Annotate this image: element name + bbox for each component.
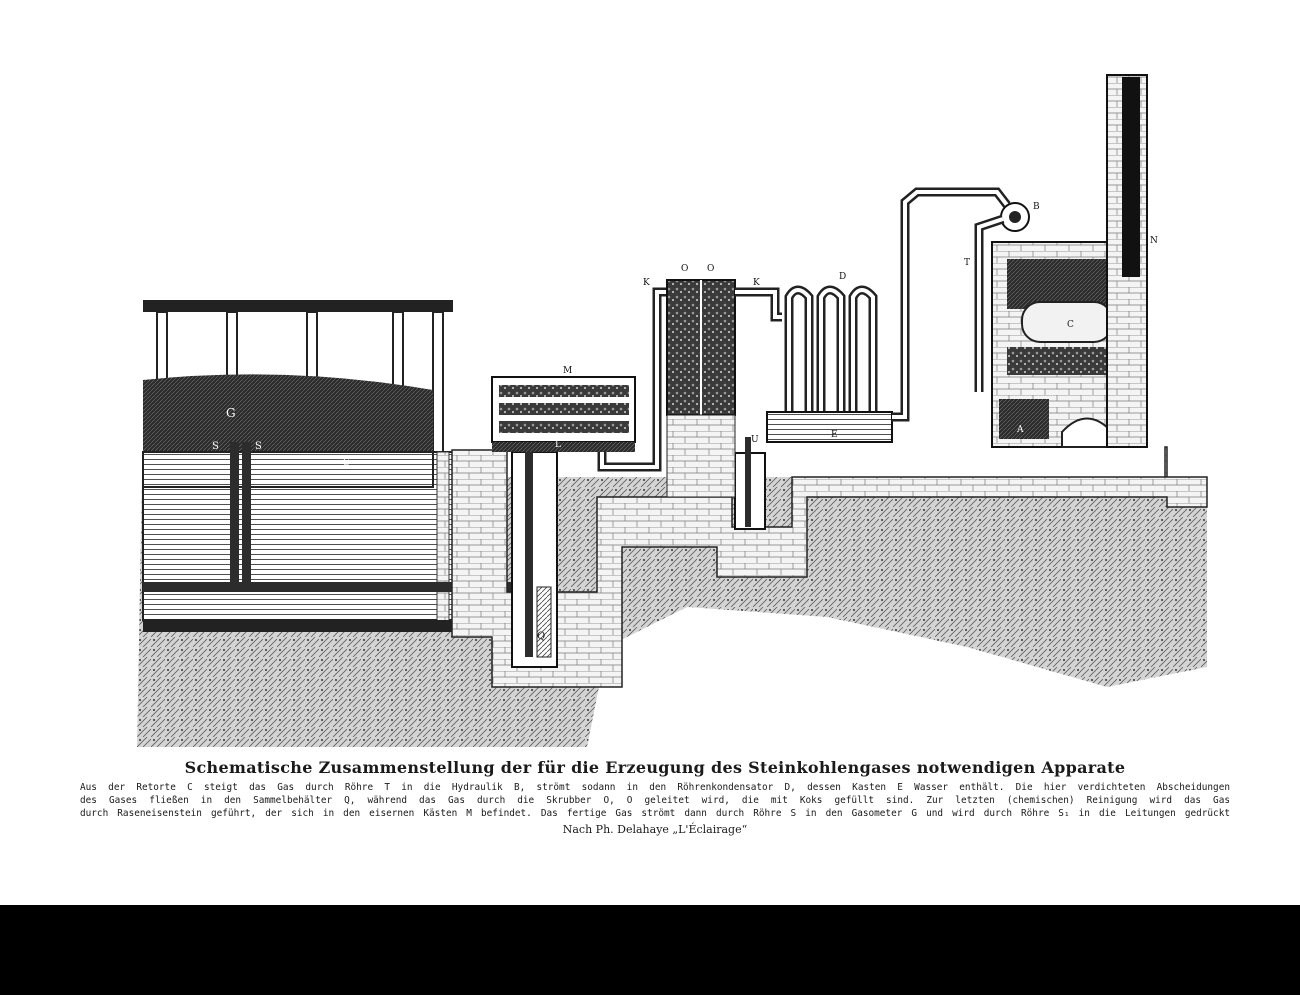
label-S1: S	[343, 457, 350, 468]
retort-furnace: B T C A N	[964, 74, 1158, 448]
caption-line-1: Aus der Retorte C steigt das Gas durch R…	[80, 782, 1230, 793]
label-C: C	[1067, 320, 1074, 330]
label-K-left: K	[643, 278, 650, 288]
gasworks-engraving: G S S S Q U M L	[137, 74, 1208, 747]
gasometer: G S S S	[142, 300, 538, 632]
figure-caption: Schematische Zusammenstellung der für di…	[80, 758, 1230, 836]
label-S-left: S	[212, 441, 219, 452]
label-O-right: O	[707, 264, 714, 274]
label-Q: Q	[537, 631, 545, 642]
label-T: T	[964, 258, 970, 268]
purifier-boxes: M L	[491, 287, 672, 472]
caption-line-2: des Gases fließen in den Sammelbehälter …	[80, 795, 1230, 806]
label-G: G	[226, 406, 236, 420]
caption-line-3: durch Raseneisenstein geführt, der sich …	[80, 808, 1230, 819]
scrubbers: O O K K	[643, 264, 782, 498]
label-B: B	[1033, 202, 1040, 212]
bottom-black-band	[0, 905, 1300, 995]
condenser: D E	[766, 187, 1011, 443]
caption-credit: Nach Ph. Delahaye „L'Éclairage“	[562, 823, 748, 836]
caption-title: Schematische Zusammenstellung der für di…	[184, 758, 1126, 777]
label-M: M	[563, 366, 572, 376]
label-E: E	[831, 430, 838, 440]
label-U: U	[751, 435, 759, 445]
label-S-right: S	[255, 441, 262, 452]
label-D: D	[839, 272, 846, 282]
label-O-left: O	[681, 264, 688, 274]
label-N: N	[1150, 236, 1158, 246]
label-A: A	[1016, 425, 1024, 435]
label-K-right: K	[753, 278, 760, 288]
label-L: L	[555, 440, 561, 450]
